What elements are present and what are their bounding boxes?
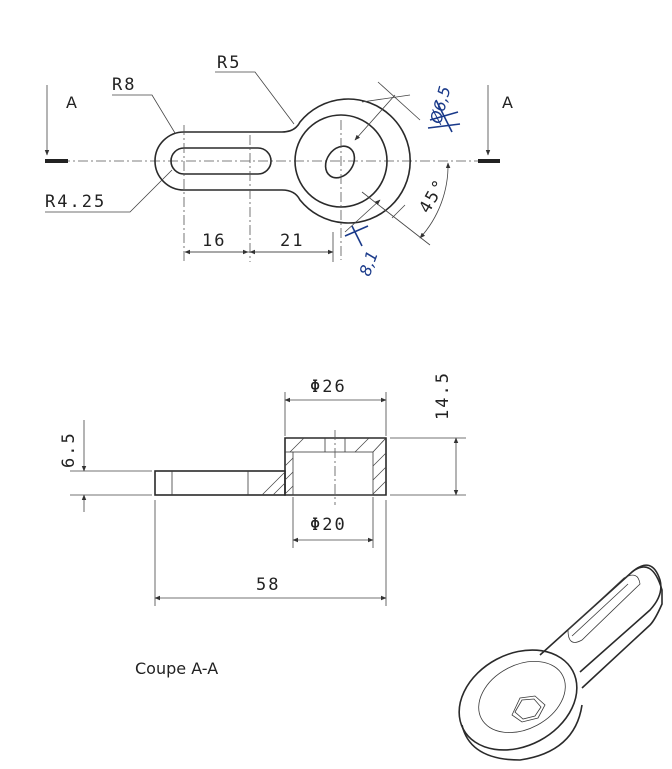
label-r8: R8 — [112, 75, 136, 95]
angle-arc — [419, 162, 451, 239]
leader-r8 — [112, 94, 176, 134]
dim-58: 58 — [256, 575, 280, 595]
hatching — [261, 437, 387, 496]
dim-21: 21 — [280, 231, 304, 251]
dim-d20: Φ20 — [310, 515, 347, 535]
hand-note-2: 8,1 — [355, 248, 382, 278]
section-label-left: A — [66, 93, 77, 112]
dim-14-5: 14.5 — [433, 371, 453, 420]
dim-6-5: 6.5 — [59, 431, 79, 468]
label-angle: 45° — [415, 175, 451, 217]
hand-note-1: Ø6,5 — [426, 84, 454, 127]
label-r5: R5 — [217, 53, 241, 73]
isometric-view — [458, 564, 663, 761]
slot-outline — [170, 147, 272, 175]
dim-16: 16 — [202, 231, 226, 251]
bore-section — [292, 451, 374, 496]
section-view: Φ26 Φ20 58 14.5 6.5 Coupe A-A — [59, 371, 466, 678]
label-r4-25: R4.25 — [45, 192, 106, 212]
section-label-right: A — [502, 93, 513, 112]
section-caption: Coupe A-A — [135, 659, 218, 678]
part-outline — [154, 98, 411, 224]
top-view: A A 16 21 R8 R5 R4.25 45° — [44, 53, 513, 279]
leader-r4-25 — [45, 169, 173, 213]
body-section — [284, 437, 387, 496]
hex-hole — [324, 145, 356, 179]
leader-r5 — [215, 71, 295, 125]
dim-d26: Φ26 — [310, 377, 347, 397]
